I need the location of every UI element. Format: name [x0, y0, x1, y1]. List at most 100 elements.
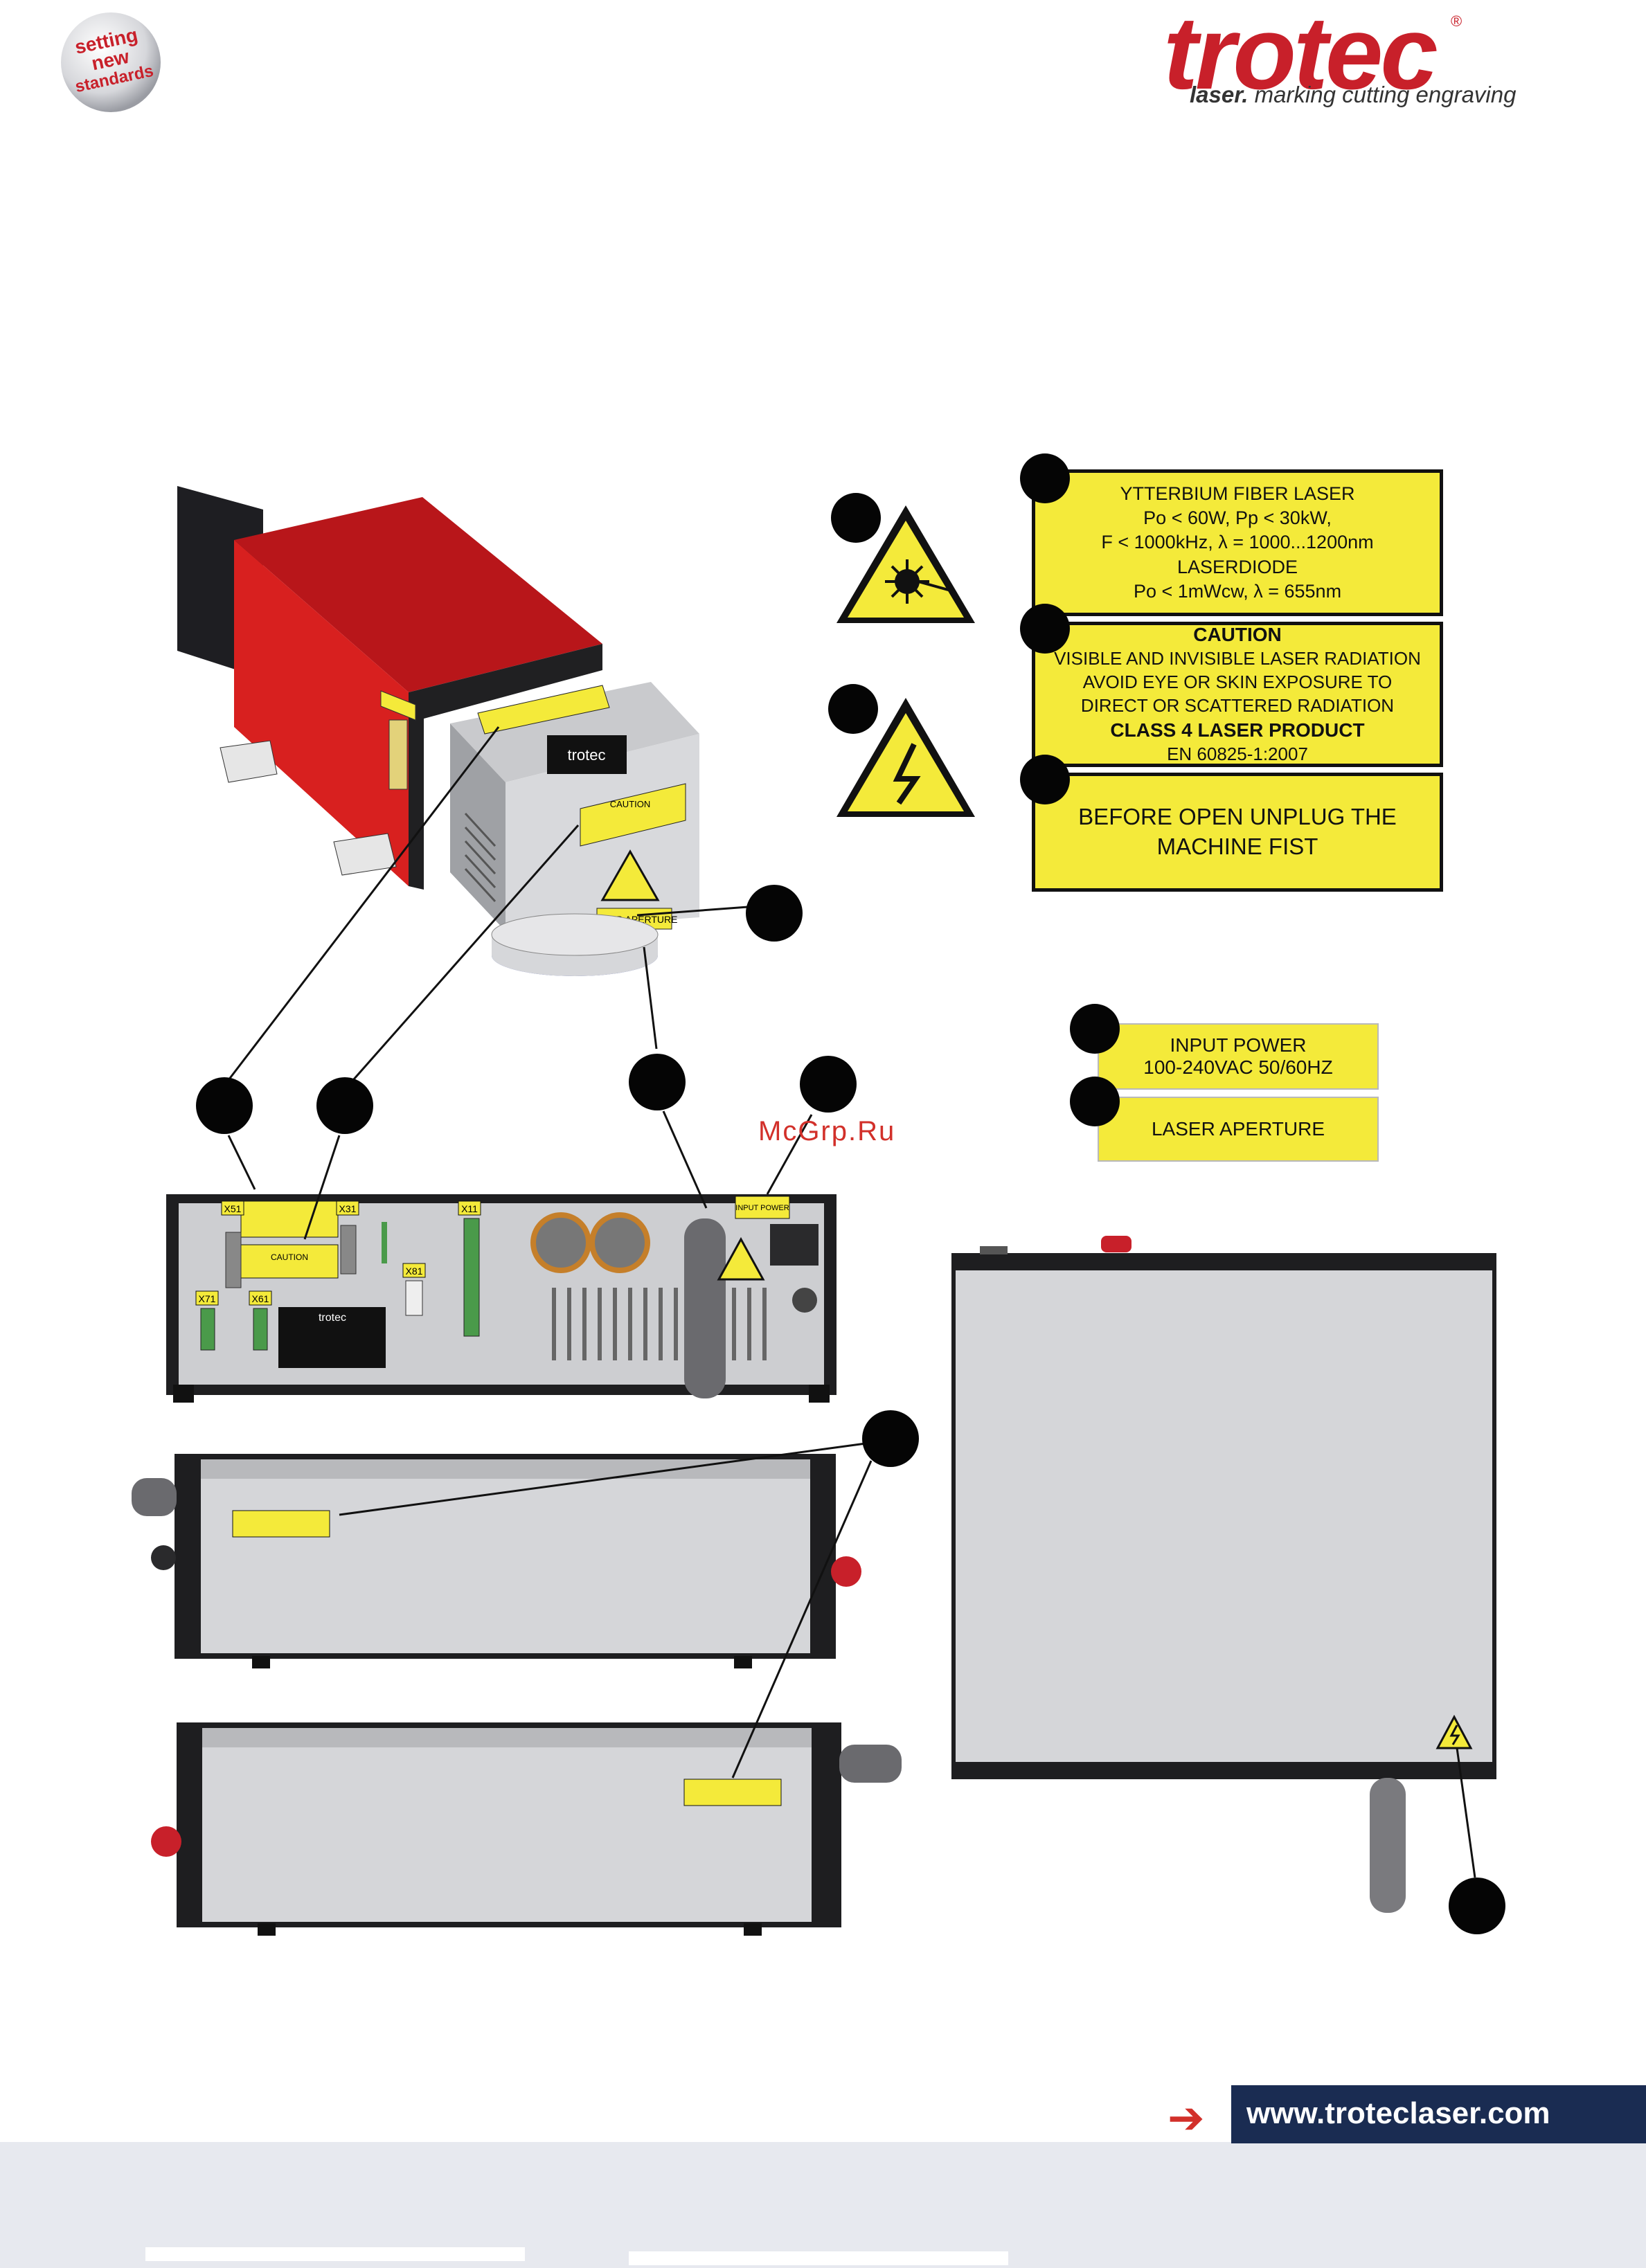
input-power-label: INPUT POWER 100-240VAC 50/60HZ — [1098, 1023, 1379, 1090]
connector-x51-text: X51 — [224, 1203, 242, 1214]
rear-foot-right — [809, 1385, 830, 1403]
connector-x11-text: X11 — [461, 1203, 478, 1214]
side-view-2-top — [202, 1728, 812, 1747]
head-leader-lines — [227, 726, 749, 1081]
mount-plate-2 — [333, 833, 397, 876]
side-view-1-top — [201, 1459, 810, 1479]
side-view-1-hose — [132, 1478, 177, 1516]
callout-dot-fiber-label — [1020, 453, 1070, 503]
fiber-line-1: YTTERBIUM FIBER LASER — [1120, 483, 1355, 505]
unplug-warning-label: BEFORE OPEN UNPLUG THE MACHINE FIST — [1032, 773, 1443, 892]
rear-fiber-label — [240, 1200, 339, 1238]
front-view-hose — [1370, 1778, 1406, 1913]
side-view-2-panel — [202, 1728, 812, 1922]
front-view-bolt-icon — [1449, 1725, 1460, 1745]
terminal-block-x71 — [200, 1308, 215, 1351]
callout-dot-electric-triangle — [828, 684, 878, 734]
head-window — [388, 719, 408, 790]
caution-class: CLASS 4 LASER PRODUCT — [1110, 719, 1365, 741]
connector-tag-x71 — [195, 1290, 219, 1306]
electric-warning-triangle-icon — [837, 698, 975, 817]
rear-input-power-text: INPUT POWER — [735, 1204, 789, 1212]
callout-dot-caution-label — [1020, 604, 1070, 654]
head-caution-text: CAUTION — [610, 799, 651, 809]
callout-dot-rear-laser — [629, 1054, 686, 1110]
footer-bar-right — [629, 2251, 1008, 2265]
fan-2 — [589, 1212, 650, 1273]
mount-plate-1 — [220, 740, 278, 783]
connector-tag-x61 — [249, 1290, 272, 1306]
rear-caution-text: CAUTION — [271, 1252, 308, 1262]
caution-title: CAUTION — [1193, 624, 1282, 646]
side-view-1-label — [232, 1510, 330, 1538]
rear-input-power-label — [735, 1196, 790, 1219]
sub-d-connector-x51 — [225, 1232, 242, 1288]
rear-rating-plate — [278, 1307, 386, 1368]
fiber-line-5: Po < 1mWcw, λ = 655nm — [1133, 580, 1342, 602]
side-view-1-panel — [201, 1459, 810, 1653]
laser-aperture-text: LASER APERTURE — [1151, 1118, 1325, 1140]
arrow-right-icon: ➔ — [1168, 2093, 1205, 2143]
caution-line-2: AVOID EYE OR SKIN EXPOSURE TO — [1082, 672, 1393, 693]
fiber-cable — [684, 1218, 726, 1398]
connector-tag-x31 — [336, 1200, 359, 1216]
head-frame — [409, 644, 602, 890]
side-view-2-foot-left — [258, 1923, 276, 1936]
callout-dot-laser-triangle — [831, 493, 881, 543]
head-caution-label — [580, 783, 686, 847]
fiber-line-4: LASERDIODE — [1177, 556, 1298, 577]
website-url-link[interactable]: www.troteclaser.com — [1246, 2096, 1550, 2130]
connector-x81 — [405, 1280, 423, 1316]
side-view-2-hose — [839, 1745, 902, 1783]
led-strip — [382, 1222, 387, 1263]
front-view-estop — [1101, 1236, 1131, 1252]
callout-dot-rear-caution — [316, 1077, 373, 1134]
side-view-2-label — [683, 1779, 782, 1806]
website-url-box[interactable] — [1231, 2085, 1646, 2143]
sub-d-connector-x31 — [340, 1225, 357, 1275]
caution-standard: EN 60825-1:2007 — [1167, 744, 1308, 765]
rear-brand-text: trotec — [319, 1312, 346, 1324]
callout-dot-rear-fiber — [196, 1077, 253, 1134]
brand-tagline-bold: laser. — [1190, 82, 1249, 107]
caution-label: CAUTION VISIBLE AND INVISIBLE LASER RADI… — [1032, 622, 1443, 767]
rear-foot-left — [173, 1385, 194, 1403]
unplug-line-1: BEFORE OPEN UNPLUG THE — [1078, 804, 1397, 830]
footer-bar-left — [145, 2247, 525, 2261]
laser-warning-triangle-icon — [837, 505, 975, 623]
rear-gland — [792, 1288, 817, 1313]
fiber-line-2: Po < 60W, Pp < 30kW, — [1143, 507, 1332, 529]
fiber-line-3: F < 1000kHz, λ = 1000...1200nm — [1101, 532, 1374, 553]
brand-tagline: laser. marking cutting engraving — [1190, 82, 1516, 108]
laser-aperture-label: LASER APERTURE — [1098, 1097, 1379, 1162]
brand-tagline-rest: marking cutting engraving — [1248, 82, 1517, 107]
front-view-leader-line — [1456, 1747, 1476, 1878]
side-view-2-foot-right — [744, 1923, 762, 1936]
head-red-top — [234, 497, 602, 692]
input-power-line-1: INPUT POWER — [1170, 1034, 1307, 1056]
fiber-laser-spec-label: YTTERBIUM FIBER LASER Po < 60W, Pp < 30k… — [1032, 469, 1443, 616]
callout-dot-side-labels — [862, 1410, 919, 1467]
rear-leader-lines — [227, 1110, 813, 1240]
front-view-top-button — [980, 1246, 1008, 1254]
connector-x71-text: X71 — [199, 1293, 216, 1304]
front-view-panel — [956, 1270, 1492, 1762]
side-view-1-foot-left — [252, 1656, 270, 1668]
callout-dot-head-aperture — [746, 885, 803, 942]
terminal-block-x61 — [253, 1308, 268, 1351]
callout-dot-laser-aperture — [1070, 1077, 1120, 1126]
rear-laser-warning-icon — [717, 1236, 765, 1281]
connector-x81-text: X81 — [406, 1266, 423, 1277]
side-leader-lines — [339, 1442, 873, 1779]
callout-dot-front-electric — [1449, 1878, 1505, 1934]
fan-1 — [530, 1212, 591, 1273]
callout-dot-input-power — [1070, 1004, 1120, 1054]
side-view-2-estop — [151, 1826, 181, 1857]
side-view-1-foot-right — [734, 1656, 752, 1668]
watermark: McGrp.Ru — [758, 1116, 896, 1146]
connector-tag-x81 — [402, 1263, 426, 1278]
footer-band — [0, 2142, 1646, 2268]
callout-dot-rear-input — [800, 1056, 857, 1113]
unplug-line-2: MACHINE FIST — [1156, 834, 1318, 859]
